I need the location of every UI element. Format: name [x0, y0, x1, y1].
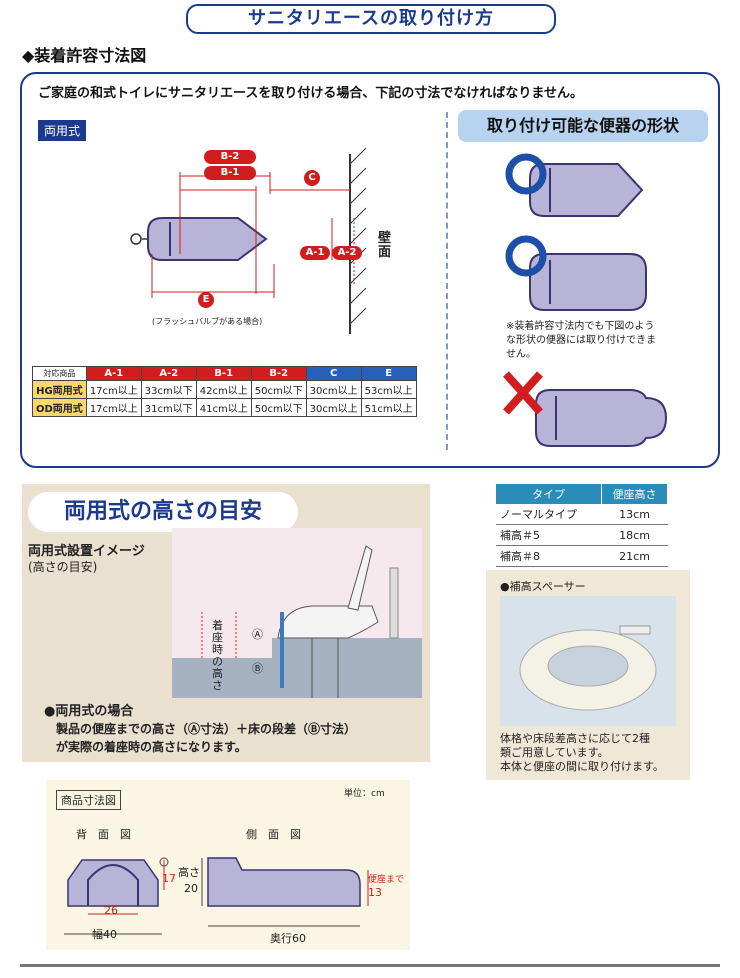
dimension-table: 対応商品 A-1 A-2 B-1 B-2 C E HG両用式 17cm以上 33… [32, 366, 417, 417]
shape-title: 取り付け可能な便器の形状 [458, 110, 708, 142]
table-cell: 21cm [601, 545, 668, 567]
divider [446, 112, 448, 450]
table-header: B-1 [195, 366, 252, 381]
table-header: タイプ [496, 484, 603, 504]
shape-note: ※装着許容寸法内でも下図のような形状の便器には取り付けできません。 [506, 321, 656, 360]
table-header: C [305, 366, 362, 381]
table-header: A-2 [140, 366, 197, 381]
product-dimensions: 商品寸法図 単位：cm 背 面 図 側 面 図 17 26 幅40 高さ 20 … [46, 780, 410, 950]
dim-20: 20 [184, 882, 198, 895]
table-cell: 41cm以上 [195, 398, 252, 417]
table-cell: HG両用式 [32, 380, 87, 399]
table-row: OD両用式 17cm以上 31cm以下 41cm以上 50cm以下 30cm以上… [32, 398, 417, 417]
table-row: ノーマルタイプ 13cm [496, 504, 668, 525]
table-row: HG両用式 17cm以上 33cm以下 42cm以上 50cm以下 30cm以上… [32, 380, 417, 399]
table-cell: ノーマルタイプ [496, 504, 602, 525]
ok-shape-pointed [505, 153, 644, 217]
table-cell: 13cm [601, 504, 668, 525]
section-heading: ◆装着許容寸法図 [22, 46, 147, 65]
spacer-text-1: 体格や床段差高さに応じて2種 [500, 732, 650, 745]
seat-height-label: 着座時の高さ [212, 619, 223, 692]
table-header: A-1 [85, 366, 142, 381]
label-e: E [198, 292, 214, 308]
table-header: 対応商品 [32, 366, 87, 381]
mark-b: Ⓑ [252, 662, 263, 675]
label-a2: A-2 [332, 246, 362, 260]
page-title: サニタリエースの取り付け方 [186, 4, 556, 34]
spacer-image [500, 596, 676, 726]
table-header: E [360, 366, 417, 381]
installation-diagram [130, 147, 367, 334]
flush-valve-note: (フラッシュバルブがある場合) [152, 317, 263, 326]
spacer-card: ●補高スペーサー 体格や床段差高さに応じて2種 類ご用意しています。 本体と便座… [486, 570, 690, 780]
bottom-rule [20, 964, 720, 967]
image-label: 両用式設置イメージ [28, 544, 145, 559]
table-cell: OD両用式 [32, 398, 87, 417]
table-row: 補高＃5 18cm [496, 524, 668, 546]
mark-a: Ⓐ [252, 628, 263, 641]
back-view-label: 背 面 図 [76, 828, 131, 841]
dim-26: 26 [104, 904, 118, 917]
intro-text: ご家庭の和式トイレにサニタリエースを取り付ける場合、下記の寸法でなければなりませ… [38, 86, 583, 101]
table-cell: 補高＃8 [496, 545, 602, 567]
wall-label: 壁面 [378, 231, 392, 260]
case-head: ●両用式の場合 [44, 704, 134, 719]
dim-height-label: 高さ [178, 866, 200, 879]
dim-13: 13 [368, 886, 382, 899]
label-b2: B-2 [204, 150, 256, 164]
dim-to-seat: 便座まで [368, 875, 405, 885]
table-cell: 50cm以下 [250, 380, 307, 399]
table-cell: 53cm以上 [360, 380, 417, 399]
type-table: タイプ 便座高さ ノーマルタイプ 13cm 補高＃5 18cm 補高＃8 21c… [496, 484, 668, 567]
side-view-label: 側 面 図 [246, 828, 301, 841]
dimension-drawings [64, 857, 369, 935]
table-cell: 17cm以上 [85, 398, 142, 417]
table-cell: 33cm以下 [140, 380, 197, 399]
height-image [172, 528, 422, 698]
table-cell: 51cm以上 [360, 398, 417, 417]
case-text-1: 製品の便座までの高さ（Ⓐ寸法）＋床の段差（Ⓑ寸法） [56, 722, 357, 736]
ng-shape [503, 371, 668, 447]
label-c: C [304, 170, 320, 186]
label-a1: A-1 [300, 246, 330, 260]
table-cell: 補高＃5 [496, 524, 602, 546]
table-header: B-2 [250, 366, 307, 381]
table-header: 便座高さ [601, 484, 668, 504]
case-text-2: が実際の着座時の高さになります。 [56, 740, 247, 754]
spacer-text-3: 本体と便座の間に取り付けます。 [500, 760, 664, 773]
dimensions-title: 商品寸法図 [56, 790, 121, 810]
table-cell: 30cm以上 [305, 380, 362, 399]
dimension-panel: ご家庭の和式トイレにサニタリエースを取り付ける場合、下記の寸法でなければなりませ… [20, 72, 720, 468]
dim-width: 幅40 [92, 928, 117, 941]
height-title: 両用式の高さの目安 [28, 492, 298, 532]
table-cell: 31cm以下 [140, 398, 197, 417]
table-row: 補高＃8 21cm [496, 545, 668, 567]
dim-17: 17 [162, 872, 176, 885]
ok-shape-rounded [505, 235, 647, 311]
spacer-title: ●補高スペーサー [500, 580, 586, 593]
label-b1: B-1 [204, 166, 256, 180]
table-cell: 18cm [601, 524, 668, 546]
dim-depth: 奥行60 [270, 932, 306, 945]
table-cell: 30cm以上 [305, 398, 362, 417]
ryoyo-badge: 両用式 [38, 120, 87, 141]
table-cell: 50cm以下 [250, 398, 307, 417]
spacer-text-2: 類ご用意しています。 [500, 746, 609, 759]
table-cell: 42cm以上 [195, 380, 252, 399]
table-cell: 17cm以上 [85, 380, 142, 399]
height-section: 両用式の高さの目安 両用式設置イメージ (高さの目安) 着座時の高さ Ⓐ Ⓑ ●… [22, 484, 430, 762]
image-sub: (高さの目安) [28, 560, 98, 574]
unit-label: 単位：cm [344, 789, 385, 799]
